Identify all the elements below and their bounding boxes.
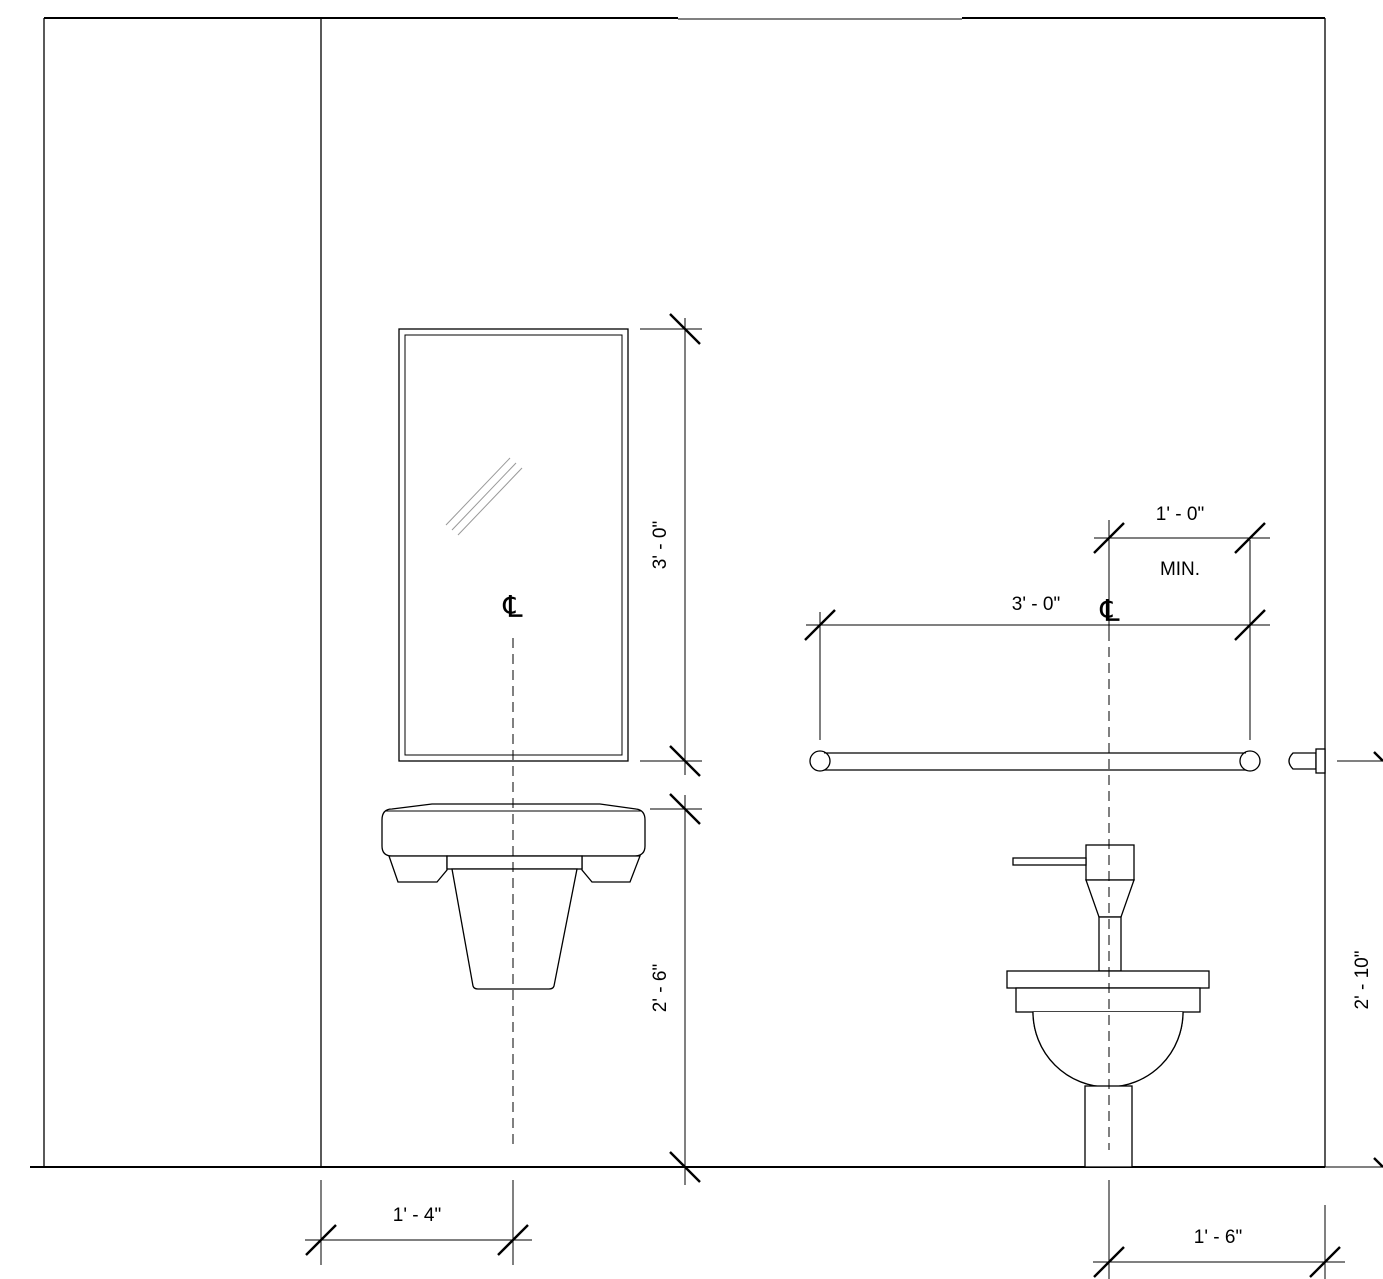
grab-bar <box>809 750 1261 772</box>
room-outline <box>30 17 1383 1168</box>
toilet-paper-holder <box>1288 748 1326 774</box>
toilet-centerline: ℄ <box>1099 595 1120 1150</box>
wall-sink <box>381 803 646 990</box>
toilet <box>1006 844 1210 1168</box>
dimension-grab-bar-extension: 1' - 0" MIN. <box>1093 504 1270 632</box>
sink-centerline: ℄ <box>502 591 523 1150</box>
mirror-glass-reflection <box>445 457 523 536</box>
sink-height-label: 2' - 6" <box>650 964 671 1012</box>
grab-bar-height-label: 2' - 10" <box>1352 951 1373 1010</box>
toilet-offset-label: 1' - 6" <box>1194 1227 1242 1248</box>
dimension-grab-bar-length: 3' - 0" <box>804 540 1270 740</box>
sink-offset-label: 1' - 4" <box>393 1205 441 1226</box>
sink-centerline-symbol: ℄ <box>502 591 523 624</box>
dimension-grab-bar-height: 2' - 10" <box>1337 751 1383 1168</box>
dimension-toilet-offset: 1' - 6" <box>1093 1180 1345 1279</box>
dimension-sink-height: 2' - 6" <box>650 793 702 1185</box>
mirror <box>398 328 629 762</box>
grab-bar-extension-note: MIN. <box>1160 559 1200 580</box>
dimension-sink-offset: 1' - 4" <box>305 1180 532 1265</box>
grab-bar-extension-label: 1' - 0" <box>1156 504 1204 525</box>
dimension-mirror-height: 3' - 0" <box>640 313 702 777</box>
grab-bar-length-label: 3' - 0" <box>1012 594 1060 615</box>
toilet-centerline-symbol: ℄ <box>1099 595 1120 628</box>
mirror-height-label: 3' - 0" <box>650 521 671 569</box>
